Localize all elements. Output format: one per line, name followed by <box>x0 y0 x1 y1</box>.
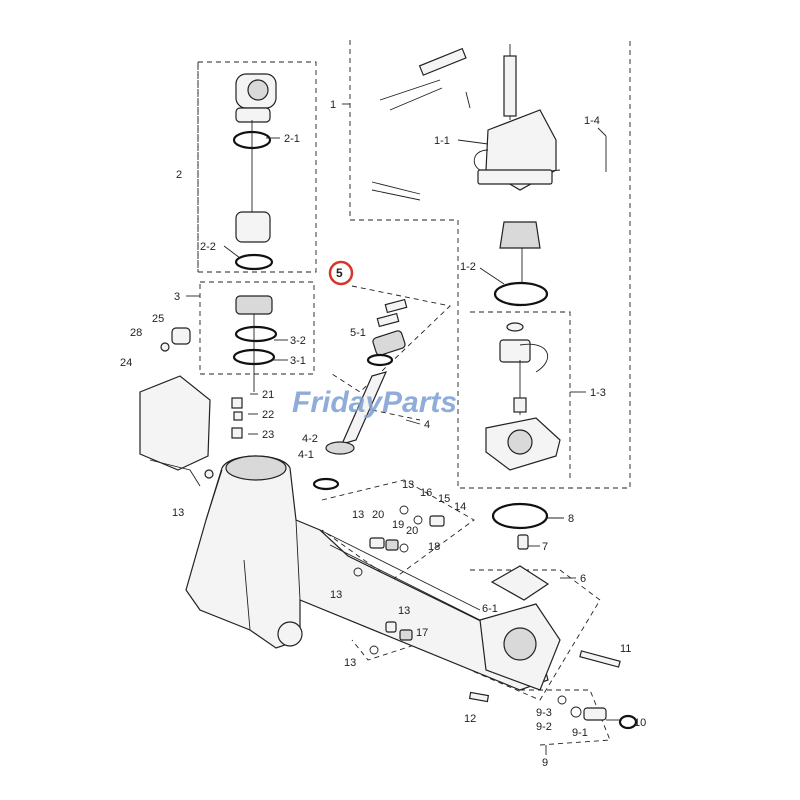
label-20-a: 20 <box>372 509 384 521</box>
label-1-4: 1-4 <box>584 115 600 127</box>
part-3-piston-assembly <box>232 295 278 392</box>
label-1-3: 1-3 <box>590 387 606 399</box>
callout-labels: 1 1-1 1-2 1-3 1-4 2 2-1 2-2 3 3-2 3-1 5-… <box>120 99 646 769</box>
highlight-circle <box>328 260 354 286</box>
label-15: 15 <box>438 493 450 505</box>
label-24: 24 <box>120 357 132 369</box>
label-9-1: 9-1 <box>572 727 588 739</box>
label-3-1: 3-1 <box>290 355 306 367</box>
label-20-b: 20 <box>406 525 418 537</box>
label-1: 1 <box>330 99 336 111</box>
label-21: 21 <box>262 389 274 401</box>
label-10: 10 <box>634 717 646 729</box>
label-3-2: 3-2 <box>290 335 306 347</box>
label-2-1: 2-1 <box>284 133 300 145</box>
watermark-logo: FridayParts <box>292 386 457 419</box>
label-13-e: 13 <box>398 605 410 617</box>
label-8: 8 <box>568 513 574 525</box>
label-2: 2 <box>176 169 182 181</box>
label-28: 28 <box>130 327 142 339</box>
label-16: 16 <box>420 487 432 499</box>
label-7: 7 <box>542 541 548 553</box>
part-24-reservoir <box>139 375 214 487</box>
label-25: 25 <box>152 313 164 325</box>
label-4-1: 4-1 <box>298 449 314 461</box>
part-5-manual-valve-assembly <box>366 298 408 367</box>
label-13-c: 13 <box>352 509 364 521</box>
label-12: 12 <box>464 713 476 725</box>
label-14: 14 <box>454 501 466 513</box>
label-22: 22 <box>262 409 274 421</box>
label-9-3: 9-3 <box>536 707 552 719</box>
label-11: 11 <box>620 643 631 655</box>
label-6: 6 <box>580 573 586 585</box>
label-9-2: 9-2 <box>536 721 552 733</box>
label-13-a: 13 <box>172 507 184 519</box>
part-2-cap-assembly <box>232 73 277 271</box>
label-19: 19 <box>392 519 404 531</box>
label-9: 9 <box>542 757 548 769</box>
part-4-cylinder-rod <box>312 371 388 491</box>
label-1-1: 1-1 <box>434 135 450 147</box>
group-outlines <box>197 40 631 746</box>
label-1-2: 1-2 <box>460 261 476 273</box>
label-13-b: 13 <box>402 479 414 491</box>
label-13-d: 13 <box>330 589 342 601</box>
part-1-motor-assembly <box>371 44 607 550</box>
label-4-2: 4-2 <box>302 433 318 445</box>
small-fittings <box>160 327 243 439</box>
leader-lines <box>186 103 622 755</box>
label-23: 23 <box>262 429 274 441</box>
label-18: 18 <box>428 541 440 553</box>
main-housing <box>185 455 561 691</box>
label-4: 4 <box>424 419 430 431</box>
label-5: 5 <box>336 266 343 280</box>
label-13-f: 13 <box>344 657 356 669</box>
label-17: 17 <box>416 627 428 639</box>
label-5-1: 5-1 <box>350 327 366 339</box>
label-2-2: 2-2 <box>200 241 216 253</box>
label-6-1: 6-1 <box>482 603 498 615</box>
valve-parts <box>353 505 638 730</box>
label-3: 3 <box>174 291 180 303</box>
